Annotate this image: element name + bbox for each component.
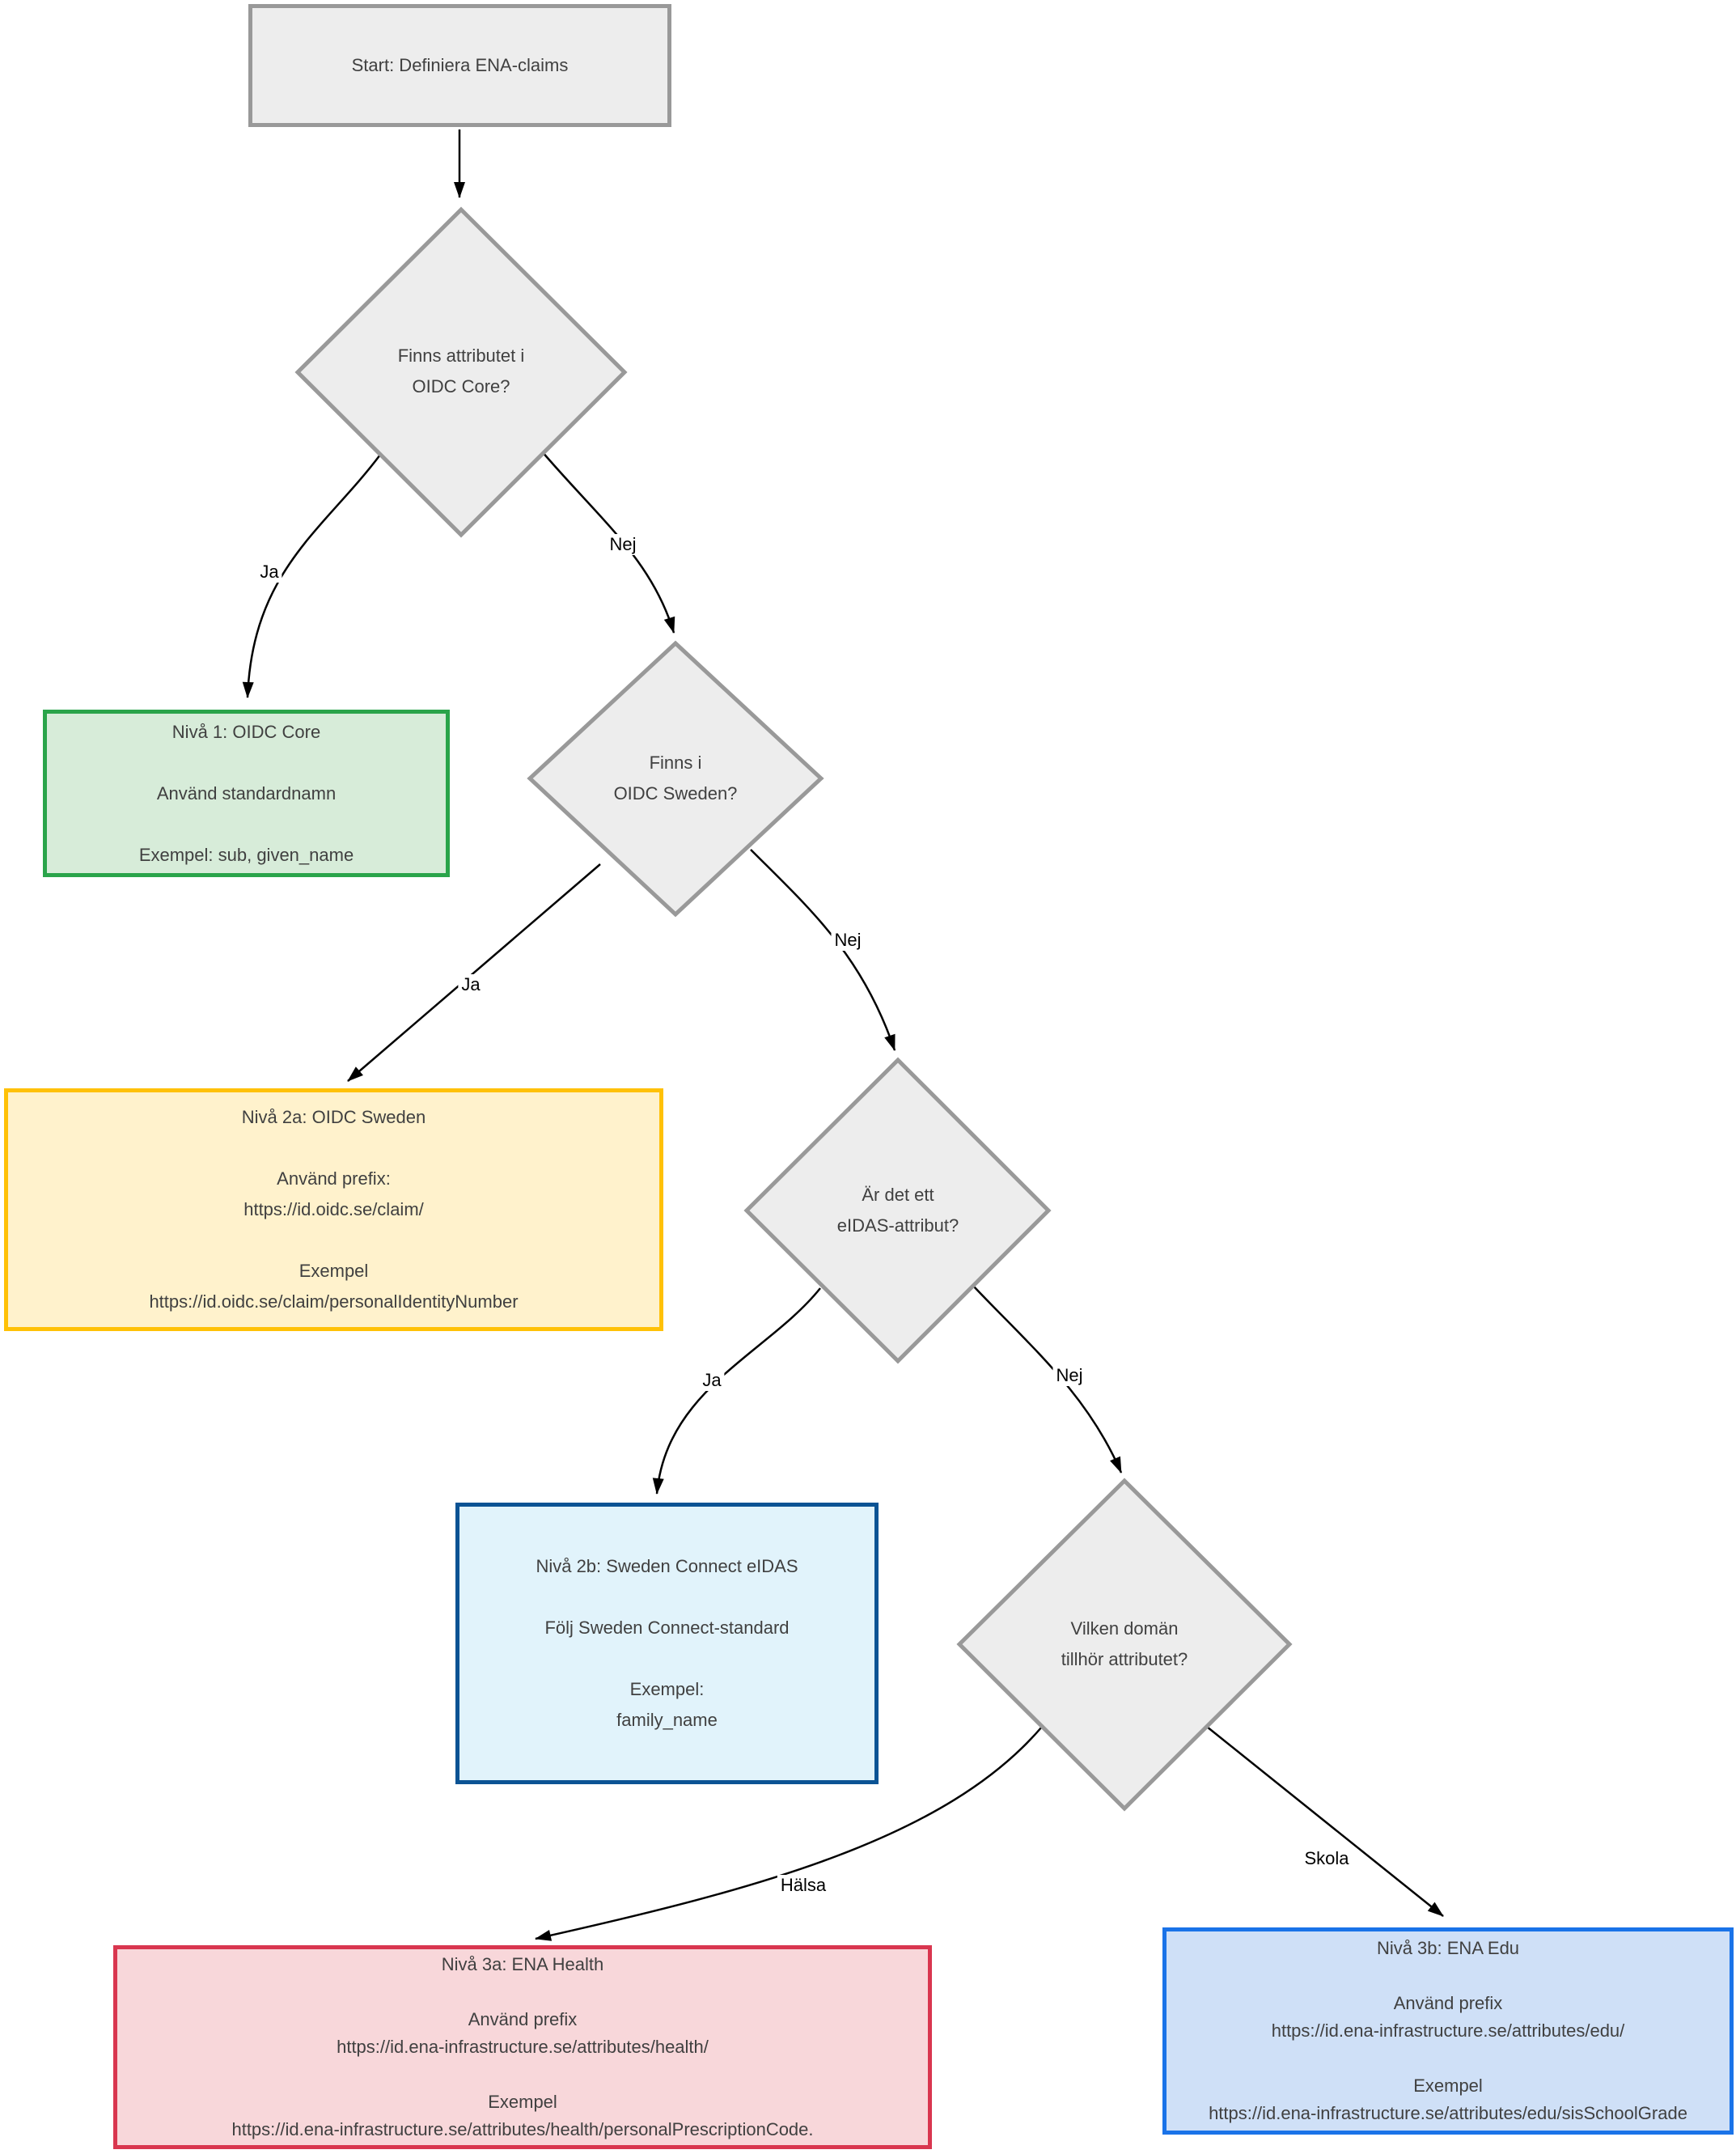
level3b-line: Använd prefix (1393, 1993, 1503, 2013)
edge-decision1-yes (242, 454, 381, 698)
level1-line: Exempel: sub, given_name (138, 844, 354, 865)
node-level3b-ena-edu: Nivå 3b: ENA Edu Använd prefix https://i… (1162, 1927, 1734, 2135)
level3a-line: Exempel (488, 2092, 557, 2112)
edge-decision4-school (1206, 1726, 1444, 1917)
node-level3a-ena-health: Nivå 3a: ENA Health Använd prefix https:… (113, 1945, 932, 2149)
edge-decision3-no (972, 1285, 1123, 1473)
node-decision1: Finns attributet i OIDC Core? (332, 341, 591, 402)
level2a-line: Exempel (299, 1261, 369, 1281)
decision2-line: Finns i (649, 753, 702, 773)
level1-line: Använd standardnamn (156, 782, 337, 804)
node-decision3: Är det ett eIDAS-attribut? (768, 1180, 1027, 1241)
edge-decision2-yes (347, 863, 601, 1082)
node-decision4: Vilken domän tillhör attributet? (995, 1613, 1254, 1675)
level3b-line: https://id.ena-infrastructure.se/attribu… (1271, 2020, 1625, 2041)
decision4-diamond-shape (956, 1478, 1293, 1812)
decision4-line: Vilken domän (1070, 1618, 1179, 1639)
decision1-diamond-shape (294, 206, 628, 538)
node-start: Start: Definiera ENA-claims (248, 4, 671, 127)
level3a-line: Använd prefix (468, 2009, 578, 2029)
edge-label-decision2-yes: Ja (458, 974, 484, 995)
node-decision2: Finns i OIDC Sweden? (546, 748, 805, 809)
node-level1-oidc-core: Nivå 1: OIDC Core Använd standardnamn Ex… (43, 710, 450, 877)
edge-label-decision4-health: Hälsa (777, 1875, 830, 1896)
level2a-line: Använd prefix: (277, 1168, 391, 1189)
decision4-line: tillhör attributet? (1061, 1649, 1188, 1669)
edge-label-decision1-no: Nej (606, 534, 640, 555)
edge-decision2-no (750, 849, 896, 1051)
edge-label-decision2-no: Nej (831, 930, 865, 951)
edge-decision3-yes (652, 1287, 821, 1495)
level2b-line: Följ Sweden Connect-standard (544, 1618, 790, 1638)
level1-line: Nivå 1: OIDC Core (171, 721, 321, 742)
level3a-line: https://id.ena-infrastructure.se/attribu… (231, 2119, 814, 2139)
decision2-diamond-shape (527, 640, 824, 918)
decision1-line: Finns attributet i (397, 346, 525, 366)
level2a-line: https://id.oidc.se/claim/personalIdentit… (149, 1291, 519, 1312)
level3b-line: https://id.ena-infrastructure.se/attribu… (1209, 2103, 1687, 2123)
decision3-line: eIDAS-attribut? (836, 1215, 959, 1236)
decision3-diamond-shape (743, 1057, 1052, 1364)
level2a-line: https://id.oidc.se/claim/ (243, 1199, 424, 1219)
edge-decision4-health (535, 1726, 1043, 1941)
node-level2a-oidc-sweden: Nivå 2a: OIDC Sweden Använd prefix: http… (4, 1088, 663, 1331)
level2b-line: Exempel: (629, 1679, 705, 1699)
level3b-line: Nivå 3b: ENA Edu (1376, 1938, 1520, 1958)
level2b-line: family_name (616, 1710, 718, 1730)
level2b-line: Nivå 2b: Sweden Connect eIDAS (536, 1556, 798, 1576)
node-level2b-sweden-connect-eidas: Nivå 2b: Sweden Connect eIDAS Följ Swede… (455, 1503, 879, 1784)
decision2-line: OIDC Sweden? (613, 783, 738, 804)
node-start-label: Start: Definiera ENA-claims (351, 55, 569, 75)
level3a-line: Nivå 3a: ENA Health (441, 1954, 604, 1974)
decision3-line: Är det ett (862, 1185, 934, 1205)
edge-label-decision4-school: Skola (1301, 1848, 1353, 1869)
edge-label-decision3-no: Nej (1052, 1365, 1086, 1386)
decision1-line: OIDC Core? (412, 376, 510, 396)
level3a-line: https://id.ena-infrastructure.se/attribu… (337, 2037, 709, 2057)
edge-label-decision3-yes: Ja (699, 1370, 725, 1391)
level3b-line: Exempel (1413, 2076, 1483, 2096)
level2a-line: Nivå 2a: OIDC Sweden (241, 1107, 426, 1127)
edge-label-decision1-yes: Ja (256, 562, 282, 583)
